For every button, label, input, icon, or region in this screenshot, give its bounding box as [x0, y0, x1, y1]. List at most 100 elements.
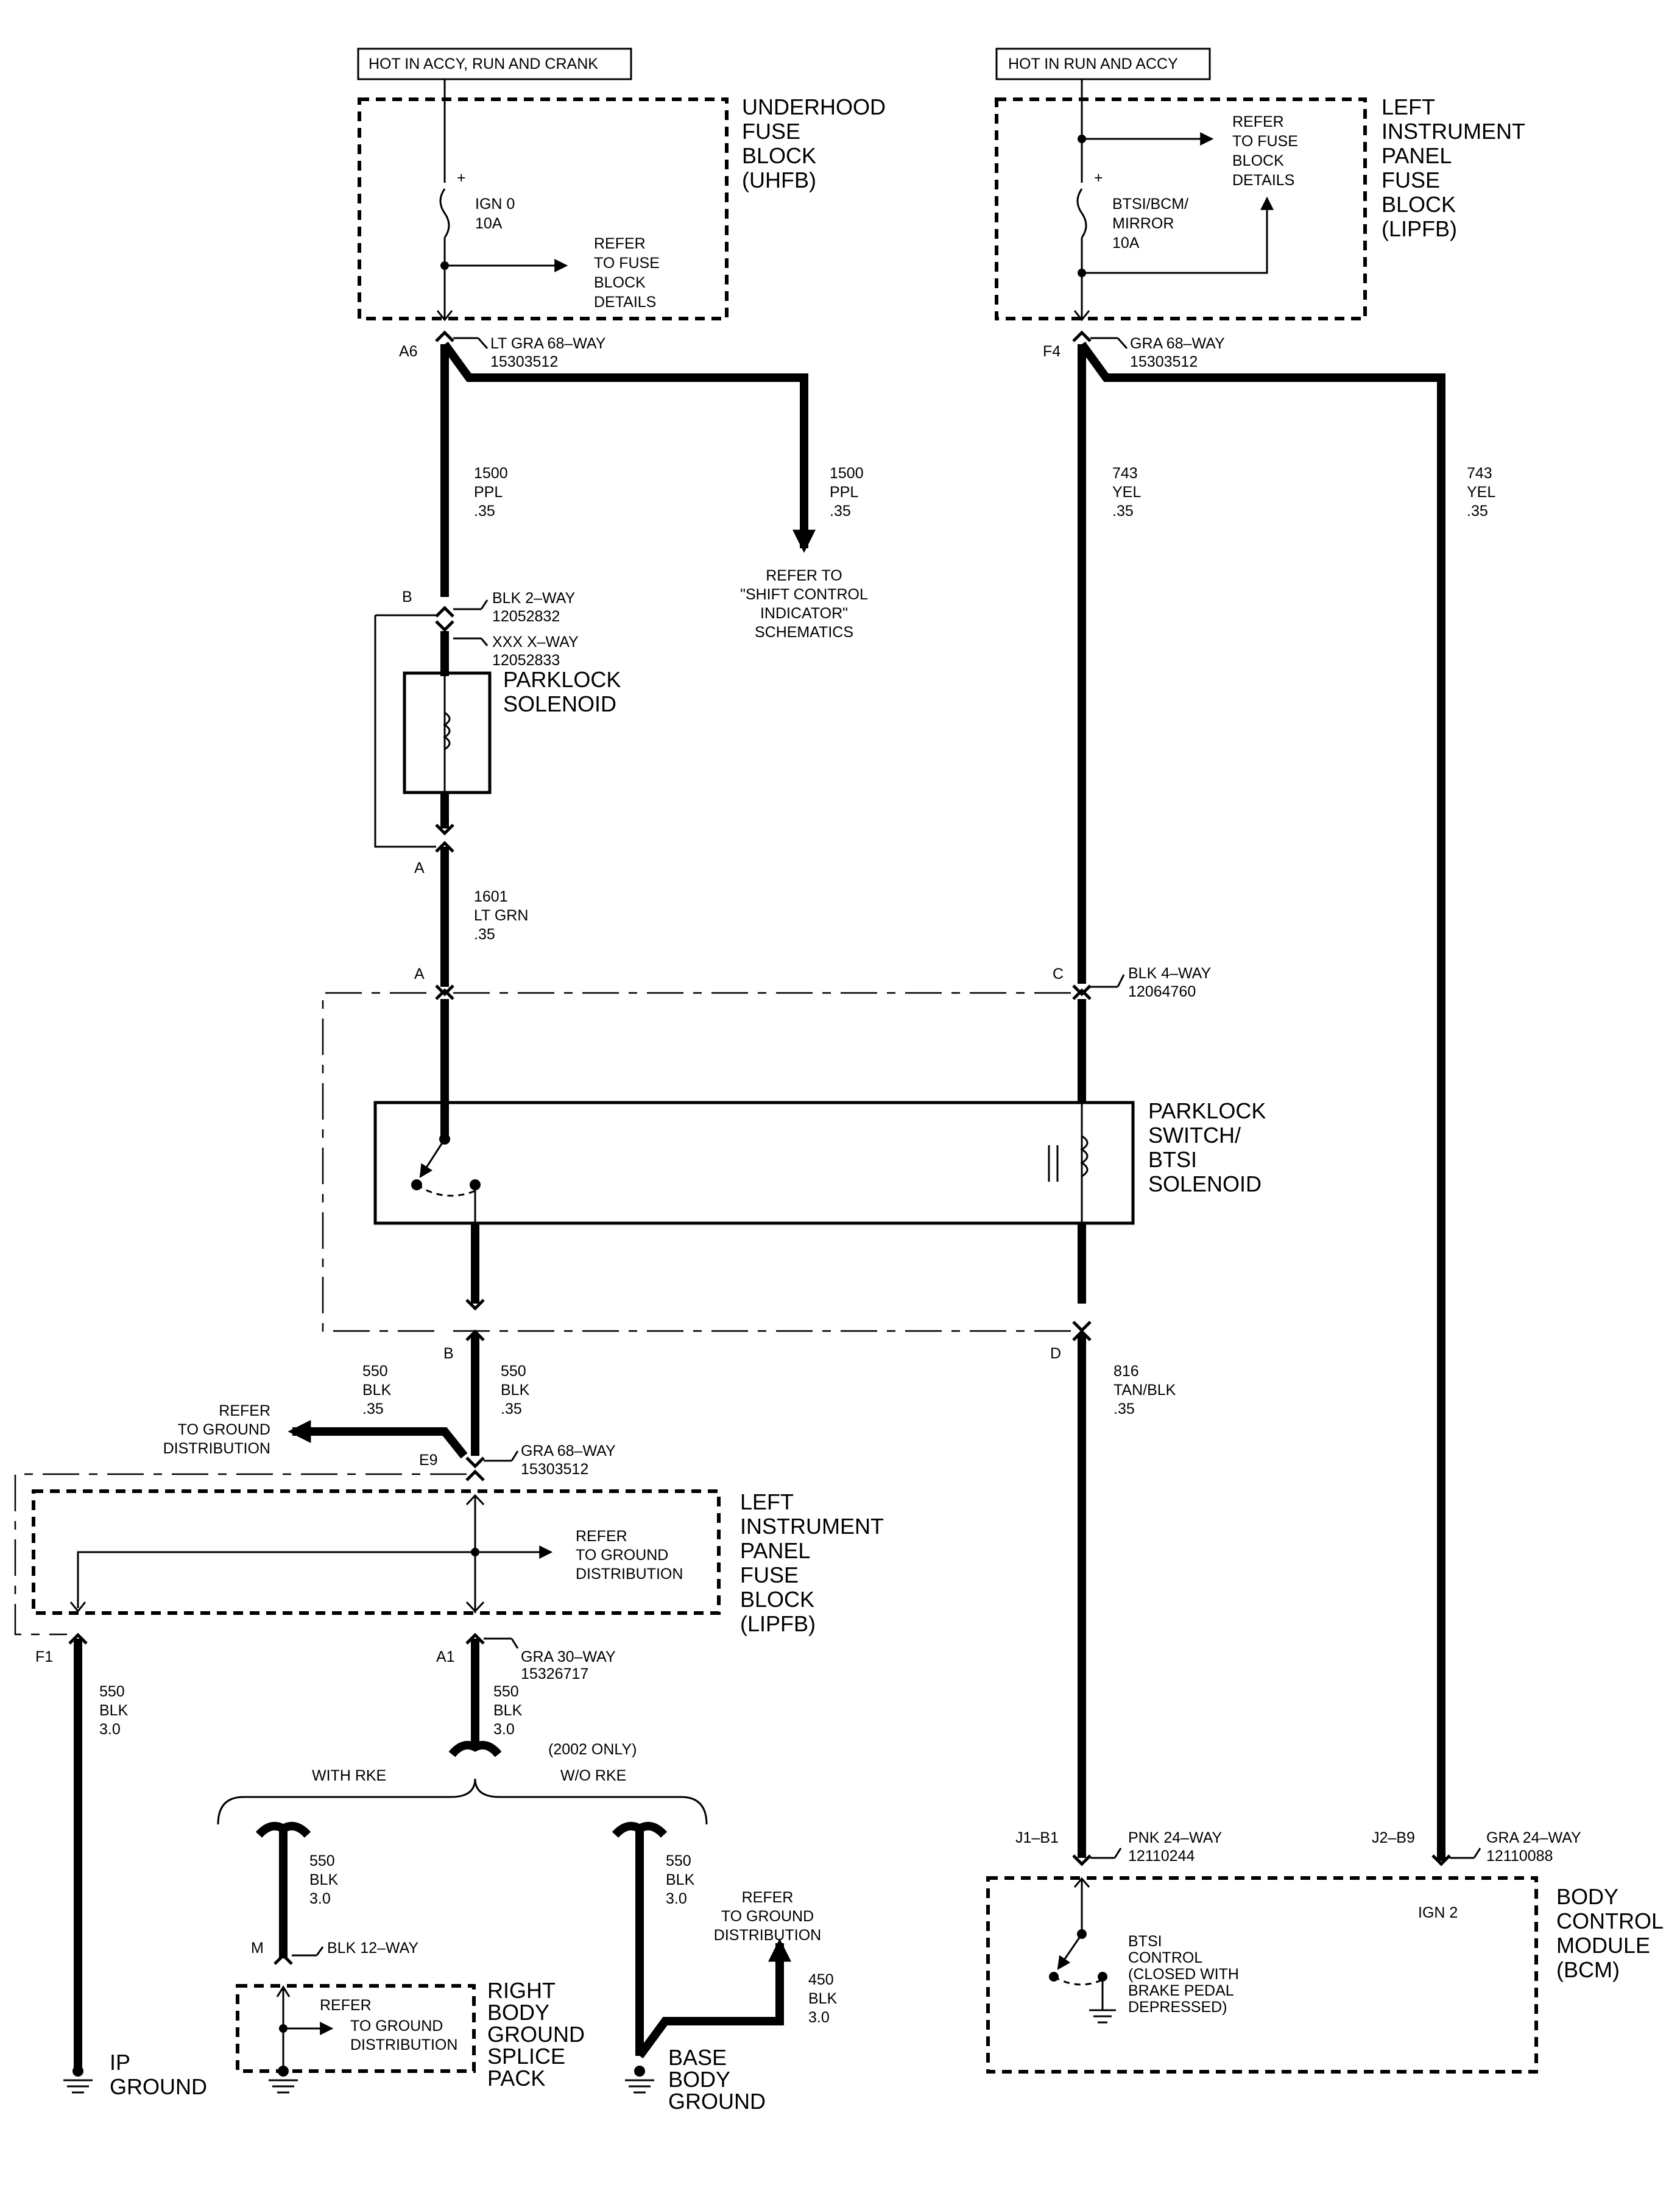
conn-e9: E9 [419, 1452, 438, 1469]
wire-1500-right-label: 1500 PPL .35 [830, 465, 864, 520]
svg-text:10A: 10A [1112, 235, 1140, 252]
with-rke-label: WITH RKE [312, 1767, 386, 1784]
svg-text:PANEL: PANEL [740, 1538, 810, 1563]
conn-b-switch: B [443, 1345, 454, 1362]
svg-text:GRA 30–WAY: GRA 30–WAY [521, 1648, 616, 1665]
svg-text:(CLOSED WITH: (CLOSED WITH [1128, 1966, 1239, 1983]
conn-b-desc: BLK 2–WAY 12052832 [492, 590, 575, 625]
svg-text:DETAILS: DETAILS [1232, 172, 1294, 189]
svg-text:TO FUSE: TO FUSE [594, 255, 660, 272]
wire-450-label: 450 BLK 3.0 [808, 1971, 838, 2026]
svg-text:BLK: BLK [501, 1382, 530, 1399]
wire-1601-label: 1601 LT GRN .35 [474, 888, 528, 943]
svg-text:REFER: REFER [1232, 113, 1284, 130]
svg-text:BLK: BLK [808, 1990, 838, 2007]
conn-f4-symbol [1072, 330, 1092, 342]
svg-text:LEFT: LEFT [740, 1489, 794, 1514]
svg-text:LT GRA 68–WAY: LT GRA 68–WAY [490, 335, 606, 352]
svg-text:XXX X–WAY: XXX X–WAY [492, 634, 579, 651]
svg-text:1601: 1601 [474, 888, 508, 905]
svg-text:(LIPFB): (LIPFB) [740, 1611, 816, 1636]
right-body-ground-symbol [269, 2066, 298, 2094]
conn-j1b1: J1–B1 [1015, 1829, 1059, 1846]
bcm-box [986, 1876, 1538, 2074]
svg-text:550: 550 [501, 1363, 526, 1380]
lipfb-bottom-outer-dashed [14, 1473, 467, 1636]
svg-text:CONTROL: CONTROL [1128, 1949, 1202, 1966]
conn-a1: A1 [436, 1648, 455, 1665]
svg-text:3.0: 3.0 [808, 2009, 830, 2026]
svg-text:550: 550 [362, 1363, 388, 1380]
bcm-title: BODY CONTROL MODULE (BCM) [1556, 1884, 1664, 1982]
svg-text:DISTRIBUTION: DISTRIBUTION [714, 1927, 821, 1944]
svg-text:12052832: 12052832 [492, 608, 560, 625]
parklock-switch-blade [419, 1139, 446, 1178]
svg-text:REFER: REFER [219, 1402, 270, 1419]
fuse-btsi-label: BTSI/BCM/ MIRROR 10A [1112, 196, 1188, 252]
svg-text:(UHFB): (UHFB) [742, 168, 816, 192]
conn-j2b9-desc: GRA 24–WAY 12110088 [1486, 1829, 1581, 1865]
svg-text:PNK 24–WAY: PNK 24–WAY [1128, 1829, 1223, 1846]
svg-text:.35: .35 [474, 503, 495, 520]
conn-d-switch: D [1050, 1345, 1061, 1362]
lipfb-top-title: LEFT INSTRUMENT PANEL FUSE BLOCK (LIPFB) [1382, 94, 1525, 241]
svg-text:LEFT: LEFT [1382, 94, 1435, 119]
svg-text:PPL: PPL [474, 484, 503, 501]
svg-text:DEPRESSED): DEPRESSED) [1128, 1999, 1227, 2016]
conn-a6-desc: LT GRA 68–WAY 15303512 [490, 335, 606, 370]
svg-text:FUSE: FUSE [742, 119, 800, 144]
svg-text:PARKLOCK: PARKLOCK [1148, 1098, 1266, 1123]
svg-text:550: 550 [493, 1683, 519, 1700]
hot-right-label: HOT IN RUN AND ACCY [1008, 55, 1178, 72]
svg-text:BLOCK: BLOCK [594, 274, 646, 291]
svg-text:12064760: 12064760 [1128, 983, 1196, 1000]
fuse-btsi-symbol [1076, 188, 1087, 238]
conn-j2b9: J2–B9 [1372, 1829, 1415, 1846]
svg-text:BLOCK: BLOCK [1382, 192, 1456, 217]
svg-text:BODY: BODY [668, 2067, 730, 2092]
svg-text:DETAILS: DETAILS [594, 294, 656, 311]
svg-text:GROUND: GROUND [487, 2022, 585, 2047]
svg-text:REFER: REFER [742, 1889, 794, 1906]
svg-text:3.0: 3.0 [99, 1721, 121, 1738]
wire-550-f1-label: 550 BLK 3.0 [99, 1683, 129, 1738]
conn-c-desc: BLK 4–WAY 12064760 [1128, 965, 1211, 1000]
svg-text:GRA 24–WAY: GRA 24–WAY [1486, 1829, 1581, 1846]
only-2002: (2002 ONLY) [548, 1741, 637, 1758]
ip-ground-label: IP GROUND [110, 2050, 207, 2099]
base-body-ground-title: BASE BODY GROUND [668, 2045, 766, 2114]
conn-xxx-desc: XXX X–WAY 12052833 [492, 634, 579, 669]
fuse-ign0-label: IGN 0 10A [475, 196, 515, 232]
svg-text:TO GROUND: TO GROUND [350, 2018, 443, 2035]
conn-a6-symbol [435, 330, 454, 342]
btsi-coil-symbol [1080, 1135, 1089, 1177]
refer-shift-control: REFER TO "SHIFT CONTROL INDICATOR" SCHEM… [740, 567, 868, 641]
svg-text:SOLENOID: SOLENOID [503, 691, 616, 716]
svg-text:BLK: BLK [309, 1871, 339, 1888]
right-body-ground-box [236, 1984, 476, 2073]
svg-text:550: 550 [99, 1683, 125, 1700]
svg-text:.35: .35 [830, 503, 851, 520]
svg-text:"SHIFT CONTROL: "SHIFT CONTROL [740, 586, 868, 603]
wire-816-label: 816 TAN/BLK .35 [1114, 1363, 1176, 1417]
svg-text:.35: .35 [362, 1400, 384, 1417]
right-body-ground-title: RIGHT BODY GROUND SPLICE PACK [487, 1978, 585, 2091]
svg-text:GRA 68–WAY: GRA 68–WAY [1130, 335, 1225, 352]
svg-text:BLK 4–WAY: BLK 4–WAY [1128, 965, 1211, 982]
svg-text:REFER: REFER [594, 235, 646, 252]
conn-f4-desc: GRA 68–WAY 15303512 [1130, 335, 1225, 370]
svg-text:BRAKE PEDAL: BRAKE PEDAL [1128, 1982, 1234, 1999]
wire-743-right [1078, 341, 1445, 1861]
svg-text:INDICATOR": INDICATOR" [760, 605, 848, 622]
svg-text:15303512: 15303512 [490, 353, 558, 370]
svg-text:PANEL: PANEL [1382, 143, 1452, 168]
svg-text:450: 450 [808, 1971, 834, 1988]
svg-text:SCHEMATICS: SCHEMATICS [755, 624, 853, 641]
svg-text:RIGHT: RIGHT [487, 1978, 556, 2003]
svg-text:MODULE: MODULE [1556, 1933, 1650, 1958]
svg-text:PPL: PPL [830, 484, 858, 501]
svg-text:UNDERHOOD: UNDERHOOD [742, 94, 886, 119]
svg-text:BTSI/BCM/: BTSI/BCM/ [1112, 196, 1188, 213]
svg-text:BLK: BLK [362, 1382, 392, 1399]
